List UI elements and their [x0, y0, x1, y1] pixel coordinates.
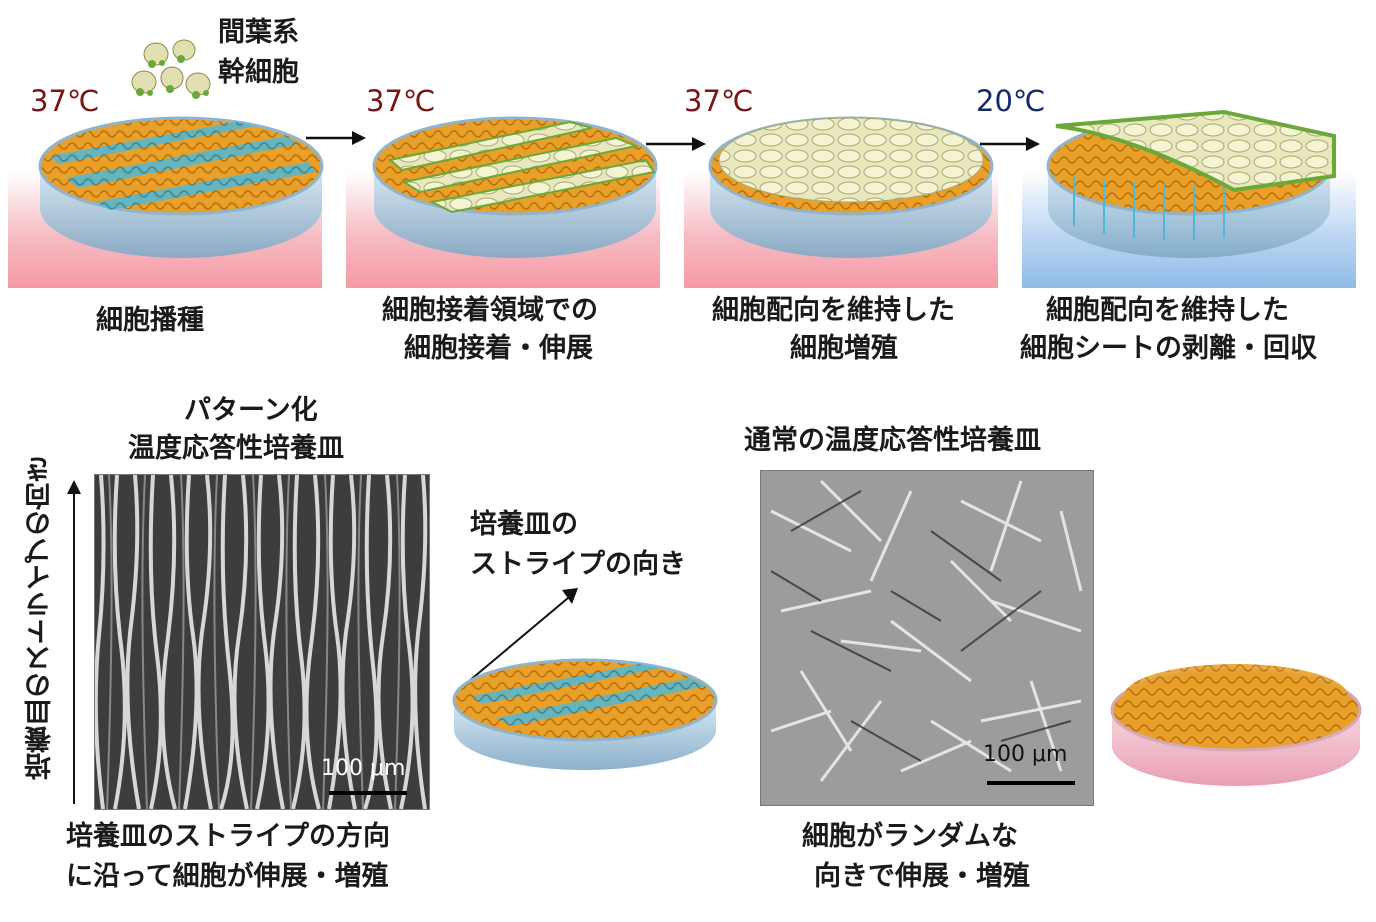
stripe-direction-axis-label: 培養皿のストライプの向き [25, 456, 56, 780]
msc-cell-cluster-icon [131, 39, 211, 99]
process-arrow-3 [980, 137, 1040, 151]
msc-label-line1: 間葉系 [218, 17, 299, 48]
patterned-caption-line2: に沿って細胞が伸展・増殖 [66, 861, 389, 892]
normal-dish-small [1110, 664, 1362, 786]
step1-temperature: 37℃ [30, 84, 100, 118]
dish-step1 [38, 116, 324, 258]
normal-dish-title: 通常の温度応答性培養皿 [744, 425, 1041, 456]
step3-temperature: 37℃ [684, 84, 754, 118]
striped-dish-small [452, 658, 718, 770]
dish-step4 [1046, 109, 1336, 258]
random-cells-micrograph: 100 μm [760, 470, 1094, 806]
dish-step2 [372, 116, 658, 258]
process-arrow-2 [646, 137, 706, 151]
aligned-cells-micrograph: 100 μm [94, 474, 430, 810]
step2-caption-line1: 細胞接着領域での [382, 295, 598, 326]
step2-temperature: 37℃ [366, 84, 436, 118]
step4-caption-line1: 細胞配向を維持した [1046, 295, 1289, 326]
process-arrow-1 [306, 131, 366, 145]
patterned-title-line1: パターン化 [184, 395, 318, 426]
stripe-arrow-label-line2: ストライプの向き [470, 549, 686, 580]
step3-caption-line2: 細胞増殖 [790, 333, 898, 364]
dish-step3 [708, 116, 994, 258]
step4-caption-line2: 細胞シートの剥離・回収 [1020, 333, 1317, 364]
msc-label-line2: 幹細胞 [218, 57, 299, 88]
normal-caption-line2: 向きで伸展・増殖 [814, 861, 1030, 892]
normal-caption-line1: 細胞がランダムな [802, 821, 1018, 852]
step1-caption: 細胞播種 [96, 305, 204, 336]
stripe-direction-up-arrow [67, 480, 81, 804]
stripe-direction-diagonal-arrow [455, 588, 578, 693]
patterned-caption-line1: 培養皿のストライプの方向 [66, 821, 390, 852]
normal-scale-bar-label: 100 μm [983, 742, 1068, 767]
patterned-title-line2: 温度応答性培養皿 [128, 433, 344, 464]
stripe-arrow-label-line1: 培養皿の [470, 509, 578, 540]
step3-caption-line1: 細胞配向を維持した [712, 295, 955, 326]
step2-caption-line2: 細胞接着・伸展 [404, 333, 593, 364]
step4-temperature: 20℃ [976, 84, 1046, 118]
patterned-scale-bar-label: 100 μm [321, 756, 406, 781]
